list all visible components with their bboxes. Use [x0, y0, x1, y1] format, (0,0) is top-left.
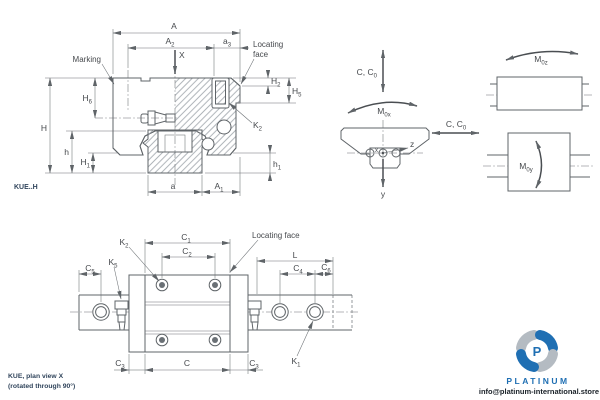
dim-label-C6: C6	[321, 262, 331, 274]
moment-arc-m0y	[535, 140, 543, 189]
dim-label-A2: A2	[165, 36, 175, 48]
logo-wordmark: PLATINUM	[506, 376, 569, 386]
dim-label-C: C	[184, 358, 190, 368]
locating-face-label-plan: Locating face	[252, 231, 300, 240]
leader-locating-face-section	[240, 58, 255, 85]
load-diagrams: C, C0 M0x C, C0 z y x M0z M0y	[340, 49, 595, 199]
dim-label-C4: C4	[293, 263, 303, 275]
leader-marking	[101, 63, 115, 85]
leader-k2-plan	[128, 246, 160, 282]
dim-label-C1: C1	[181, 232, 191, 244]
locating-face-label-line1: Locating	[253, 40, 283, 49]
dim-label-C2: C2	[182, 246, 192, 258]
leader-locating-face-plan	[229, 239, 259, 273]
logo-petal-gray-2	[535, 349, 558, 372]
dim-label-H: H	[41, 123, 47, 133]
rail-shoulder-left	[365, 148, 375, 158]
plan-view: C1 C2 K2 Locating face C5 K5 L C4 C6	[8, 231, 358, 390]
moment-label-m0x: M0x	[377, 106, 390, 118]
moment-arc-m0z	[505, 50, 579, 61]
logo-petal-blue-2	[516, 349, 539, 372]
logo-monogram: P	[533, 344, 542, 359]
locating-face-label-line2: face	[253, 50, 269, 59]
dim-label-C3-right: C3	[249, 358, 259, 370]
dim-label-H5: H5	[292, 86, 302, 98]
ball-lower	[201, 137, 215, 151]
mounting-hole	[208, 278, 222, 292]
axis-z-arrow	[382, 147, 409, 154]
dim-label-h1: h1	[273, 159, 282, 171]
section-view-code: KUE..H	[14, 184, 38, 191]
axis-x-label: X	[179, 50, 185, 60]
axis-y-label: y	[381, 189, 386, 199]
moment-label-m0z: M0z	[534, 54, 547, 66]
dim-label-K2-section: K2	[253, 120, 263, 132]
contact-email: info@platinum-international.store	[479, 387, 599, 396]
leader-k5	[113, 266, 122, 300]
mounting-hole	[155, 278, 169, 292]
leader-k1	[296, 320, 314, 357]
carriage-plan-outline	[128, 274, 249, 353]
logo-petal-gray-1	[516, 330, 539, 353]
dim-label-a: a	[171, 181, 176, 191]
dim-label-K2-plan: K2	[119, 237, 129, 249]
axis-x-small-label: x	[375, 148, 378, 154]
section-view: A A2 a3 X H H6 h H1 H2	[14, 21, 302, 196]
platinum-logo: P PLATINUM info@platinum-international.s…	[479, 330, 599, 396]
rail-hole-left	[92, 303, 110, 321]
dim-label-H6: H6	[83, 93, 93, 105]
moment-label-m0y: M0y	[519, 161, 532, 173]
dim-label-A1: A1	[214, 181, 224, 193]
load-label-horizontal: C, C0	[446, 119, 467, 131]
load-label-vertical: C, C0	[357, 67, 378, 79]
dim-label-H2: H2	[271, 76, 281, 88]
dim-label-a3: a3	[223, 36, 232, 48]
dim-label-K1: K1	[291, 356, 301, 368]
rail-hole-right-2	[306, 303, 324, 321]
dim-label-A: A	[171, 21, 177, 31]
rail-shoulder-right	[391, 148, 401, 158]
origin-mark	[378, 148, 388, 158]
dim-label-C3-left: C3	[115, 358, 125, 370]
ball-upper	[216, 119, 232, 135]
dim-label-K5: K5	[108, 257, 118, 269]
dim-label-h: h	[64, 147, 69, 157]
dim-label-L: L	[293, 250, 298, 260]
marking-label: Marking	[73, 55, 101, 64]
axis-z-label: z	[410, 139, 414, 149]
dim-label-H1: H1	[81, 157, 91, 169]
carriage-top-outline	[496, 76, 583, 111]
rail-hole-right-1	[271, 303, 289, 321]
dim-label-C5: C5	[85, 263, 95, 275]
moment-arc-m0x	[347, 101, 418, 114]
screw-k2	[215, 80, 226, 105]
leader-k2-section	[228, 102, 253, 124]
logo-petal-blue-1	[535, 330, 558, 353]
plan-view-caption-line2: (rotated through 90°)	[8, 382, 75, 390]
mounting-hole	[155, 333, 169, 347]
mounting-hole	[208, 333, 222, 347]
plan-view-caption-line1: KUE, plan view X	[8, 373, 64, 380]
